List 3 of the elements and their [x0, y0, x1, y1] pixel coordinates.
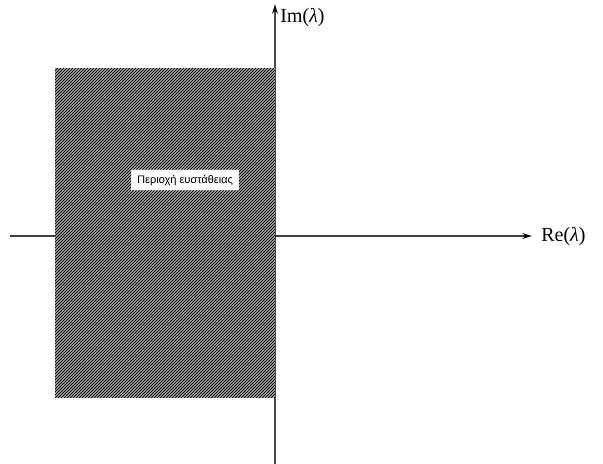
- axis-label: Re(λ): [542, 226, 585, 246]
- region-label: Περιοχή ευστάθειας: [131, 170, 239, 190]
- axis-label: Im(λ): [280, 8, 324, 26]
